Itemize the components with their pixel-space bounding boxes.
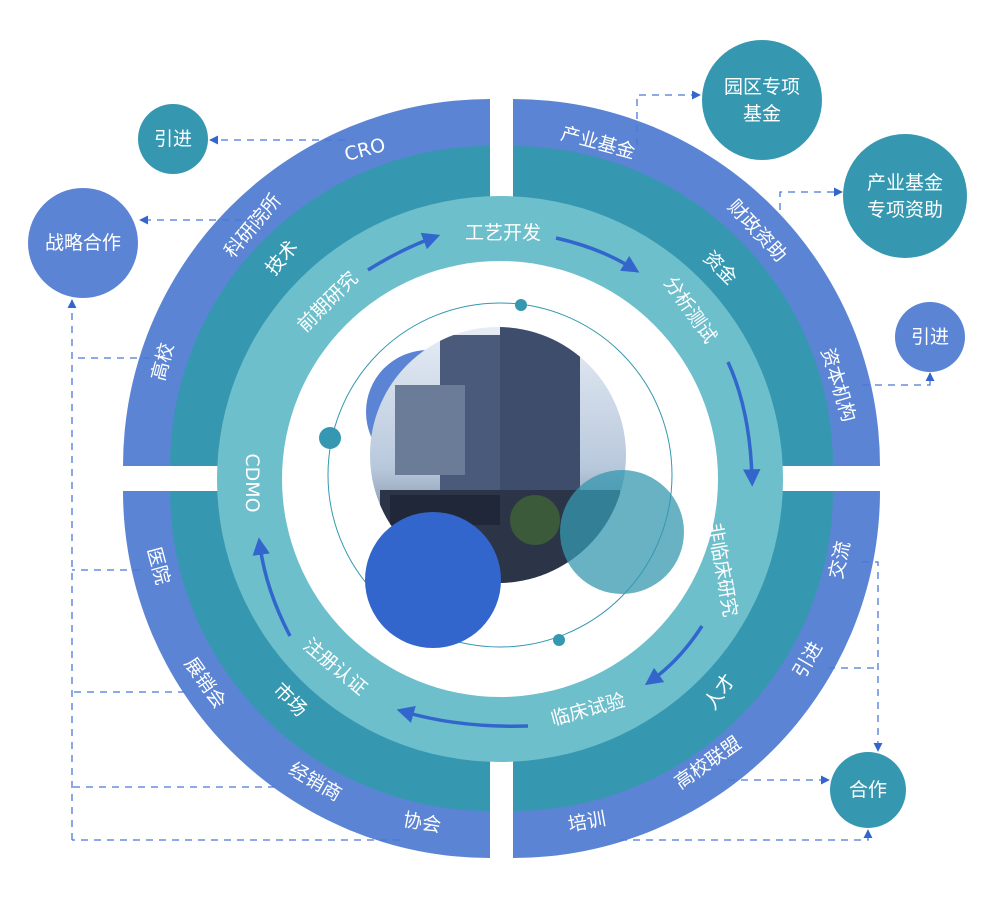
- node-industry-fund: 产业基金 专项资助: [843, 134, 967, 258]
- node-label: 战略合作: [45, 232, 121, 254]
- orbit-dot: [319, 427, 341, 449]
- node-introduce-left: 引进: [138, 104, 208, 174]
- process-arrows: [252, 232, 761, 728]
- arrow-icon: [252, 537, 292, 637]
- stage-process-development: 工艺开发: [465, 222, 541, 244]
- arrow-icon: [644, 625, 704, 686]
- arrow-icon: [367, 232, 441, 272]
- node-cooperation: 合作: [830, 752, 906, 828]
- orbit-dot: [553, 634, 565, 646]
- node-label: 合作: [849, 779, 887, 801]
- decor-circle-teal: [560, 470, 684, 594]
- node-introduce-right: 引进: [895, 302, 965, 372]
- node-label: 产业基金: [867, 172, 943, 194]
- decor-circle-blue-large: [365, 512, 501, 648]
- node-label: 基金: [743, 103, 781, 125]
- node-strategic-cooperation: 战略合作: [28, 188, 138, 298]
- arrow-icon: [726, 361, 761, 487]
- node-park-fund: 园区专项 基金: [702, 40, 822, 160]
- orbit-dot: [515, 299, 527, 311]
- node-label: 引进: [154, 128, 192, 150]
- node-label: 园区专项: [724, 76, 800, 98]
- stage-cdmo: CDMO: [241, 453, 263, 512]
- node-label: 引进: [911, 326, 949, 348]
- arrow-icon: [396, 706, 529, 728]
- node-label: 专项资助: [867, 199, 943, 221]
- connectors: [67, 90, 935, 841]
- orbit-line: [327, 302, 673, 648]
- arrow-icon: [555, 236, 640, 273]
